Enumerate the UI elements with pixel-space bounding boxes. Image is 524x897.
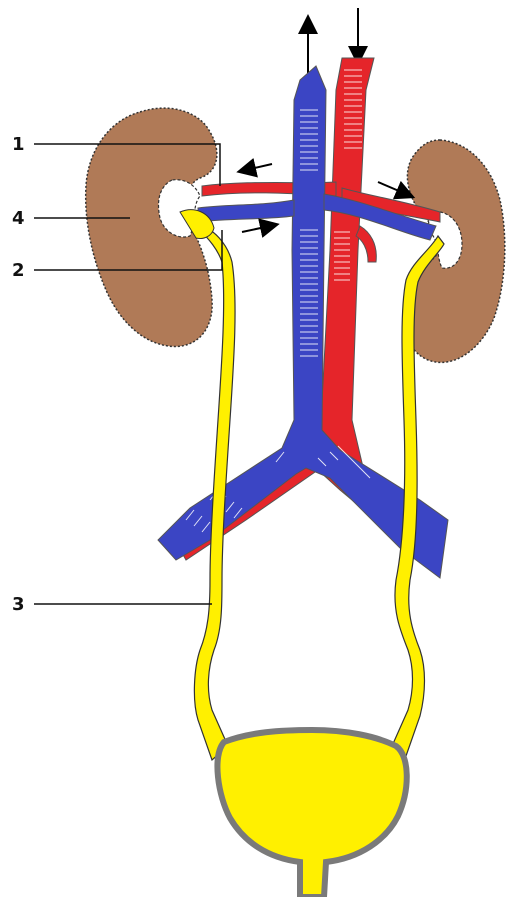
right-renal-artery-arrow [378,182,406,194]
artery-branch [356,226,376,262]
left-renal-artery-arrow [246,164,272,170]
urinary-bladder [217,730,406,897]
label-4: 4 [12,208,25,229]
label-2: 2 [12,260,25,281]
label-3: 3 [12,594,25,615]
left-renal-vein [198,200,294,222]
label-1: 1 [12,134,25,155]
left-renal-vein-arrow [242,226,270,232]
